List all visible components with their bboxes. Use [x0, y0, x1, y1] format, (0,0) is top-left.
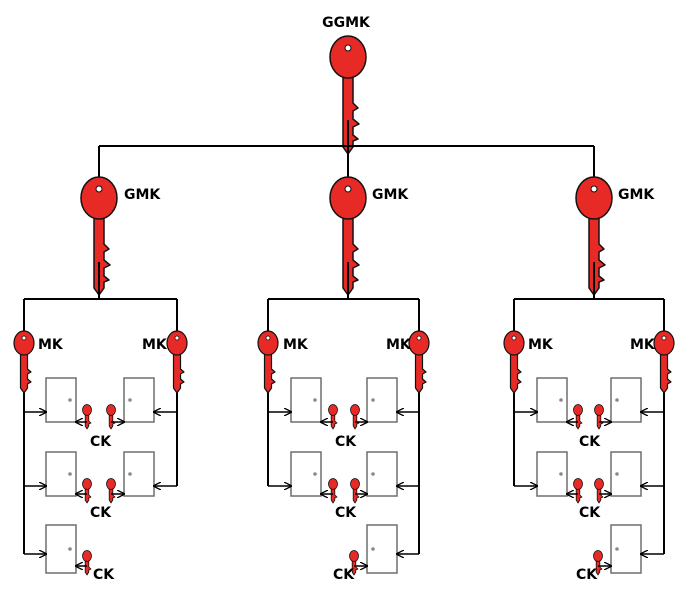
- door-icon-l3: [45, 451, 77, 497]
- door-icon-c4: [366, 451, 398, 497]
- ck-label-l3: CK: [93, 567, 115, 583]
- ck-key-icon-r4: [594, 478, 604, 504]
- gmk-label-left: GMK: [124, 187, 161, 203]
- ck-key-icon-c2: [350, 404, 360, 430]
- ck-key-icon-c3: [328, 478, 338, 504]
- mk-label-center-a: MK: [283, 337, 309, 353]
- ck-key-icon-c1: [328, 404, 338, 430]
- door-icon-r4: [610, 451, 642, 497]
- mk-key-icon-left-b: [166, 330, 188, 394]
- mk-label-left-b: MK: [142, 337, 168, 353]
- group-right: MK MK CK CK CK: [503, 262, 675, 583]
- gmk-label-center: GMK: [372, 187, 409, 203]
- ck-key-icon-r1: [573, 404, 583, 430]
- mk-label-right-b: MK: [630, 337, 656, 353]
- ck-key-icon-l4: [106, 478, 116, 504]
- mk-key-icon-right-a: [503, 330, 525, 394]
- mk-key-icon-center-b: [408, 330, 430, 394]
- mk-key-icon-right-b: [653, 330, 675, 394]
- group-center: MK MK CK CK CK: [257, 262, 430, 583]
- ck-label-r2: CK: [579, 505, 601, 521]
- ck-label-l2: CK: [90, 505, 112, 521]
- ck-label-c1: CK: [335, 434, 357, 450]
- top-wires: [98, 120, 595, 178]
- group-left-wires: [23, 262, 178, 554]
- mk-label-left-a: MK: [38, 337, 64, 353]
- ck-key-icon-l5: [82, 550, 92, 576]
- ggmk-label: GGMK: [322, 15, 371, 31]
- ck-label-c3: CK: [333, 567, 355, 583]
- group-center-wires: [267, 262, 420, 554]
- ck-key-icon-l1: [82, 404, 92, 430]
- ck-label-r1: CK: [579, 434, 601, 450]
- ck-label-r3: CK: [576, 567, 598, 583]
- ck-label-l1: CK: [90, 434, 112, 450]
- mk-label-center-b: MK: [386, 337, 412, 353]
- ck-label-c2: CK: [335, 505, 357, 521]
- group-left: MK MK CK CK CK: [13, 262, 188, 583]
- mk-label-right-a: MK: [528, 337, 554, 353]
- gmk-label-right: GMK: [618, 187, 655, 203]
- ck-key-icon-r2: [594, 404, 604, 430]
- mk-key-icon-center-a: [257, 330, 279, 394]
- ck-key-icon-c4: [350, 478, 360, 504]
- mk-key-icon-left-a: [13, 330, 35, 394]
- ck-key-icon-l2: [106, 404, 116, 430]
- ck-key-icon-l3: [82, 478, 92, 504]
- group-right-wires: [513, 262, 665, 554]
- ck-key-icon-r3: [573, 478, 583, 504]
